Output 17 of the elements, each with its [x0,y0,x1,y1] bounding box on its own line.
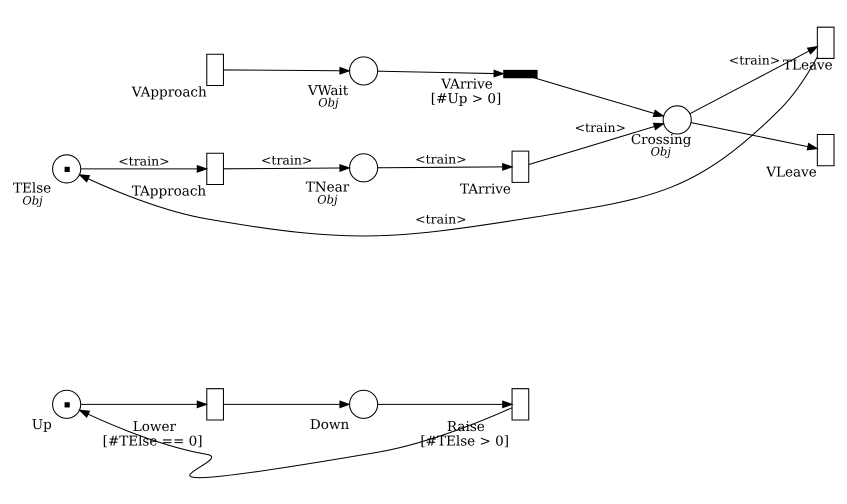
node-label: [#Up > 0] [430,90,502,107]
edge-label: <train> [415,150,467,166]
edge-label: <train> [415,211,467,226]
node-label: VLeave [766,164,817,180]
node-label: Lower [132,418,176,434]
edge-label: <train> [118,152,170,168]
node-label: [#TElse == 0] [102,432,203,449]
node-label: [#TElse > 0] [420,432,510,449]
node-label: Down [310,416,350,433]
node-label: TArrive [460,180,511,197]
edge-label: <train> [260,152,312,167]
edge-label: <train> [728,52,780,67]
node-label: VApproach [132,84,207,100]
node-label: VArrive [441,76,493,92]
edge-label: <train> [574,119,626,134]
node-label: TApproach [132,182,206,199]
node-label: Up [32,416,52,433]
